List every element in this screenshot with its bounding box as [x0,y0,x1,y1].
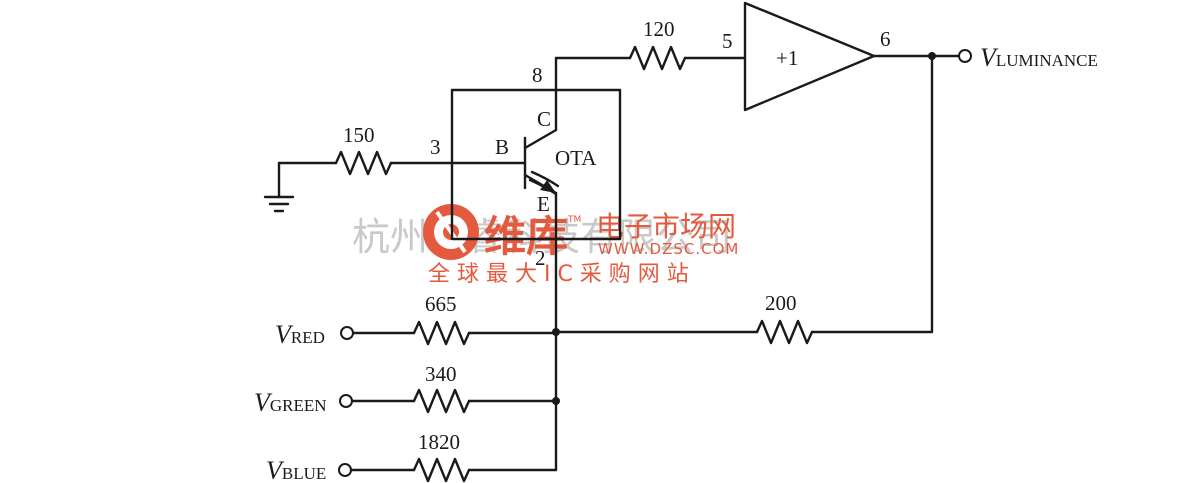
ota-emitter-letter: E [537,192,550,216]
label-v-green: VGREEN [254,388,327,417]
label-r340: 340 [425,362,457,386]
resistor-665 [412,320,471,346]
label-r200: 200 [765,291,797,315]
watermark-company: 杭州将睿科技有限公司 [352,215,732,259]
resistor-200 [755,319,814,345]
label-r1820: 1820 [418,430,460,454]
watermark-brand: 维库 [484,212,568,261]
label-pin-3: 3 [430,135,441,159]
wire-collector-to-pin8 [554,56,632,132]
label-pin-6: 6 [880,27,891,51]
watermark-tm: TM [567,215,581,225]
ota-base-letter: B [495,135,509,159]
unity-buffer-triangle [743,1,876,112]
buffer-gain-label: +1 [776,46,798,70]
label-v-red: VRED [275,320,325,349]
terminal-blue [338,463,352,477]
label-pin-2: 2 [535,246,546,270]
label-pin-5: 5 [722,29,733,53]
resistor-1820 [412,457,471,483]
ota-package-box [450,88,622,241]
watermark-slogan: 全 球 最 大 I C 采 购 网 站 [428,262,689,287]
label-r120: 120 [643,17,675,41]
label-r150: 150 [343,123,375,147]
ota-label: OTA [555,146,597,170]
label-r665: 665 [425,292,457,316]
terminal-luminance [958,49,972,63]
ground-symbol [263,161,295,213]
label-v-luminance: VLUMINANCE [980,43,1098,72]
ota-collector-letter: C [537,107,551,131]
terminal-green [339,394,353,408]
terminal-red [340,326,354,340]
transistor-symbol [523,128,560,196]
resistor-120 [628,45,687,71]
resistor-150 [334,150,393,176]
wire-feedback-vertical [810,54,934,334]
watermark: 杭州将睿科技有限公司 维库 TM 电子市场网 WWW.DZSC.COM 全 球 … [352,204,739,287]
label-pin-8: 8 [532,63,543,87]
resistor-340 [412,388,471,414]
label-v-blue: VBLUE [266,456,326,483]
watermark-url: WWW.DZSC.COM [598,240,739,258]
